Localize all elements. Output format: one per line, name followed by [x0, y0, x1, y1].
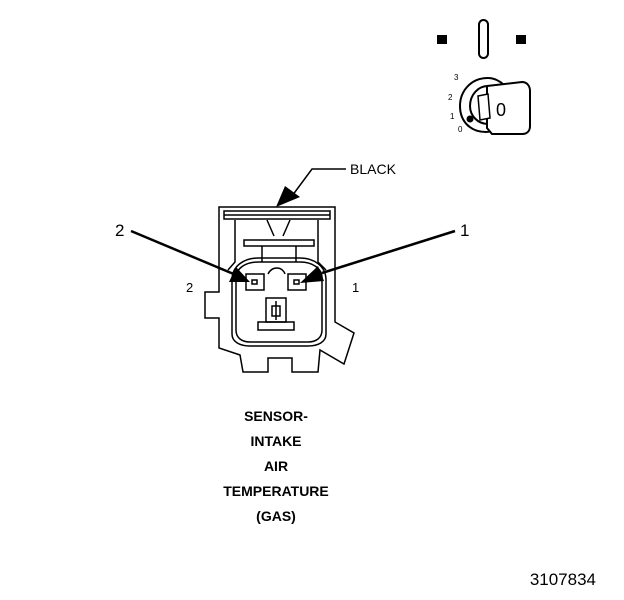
callout-pin-2: 2 — [115, 221, 250, 282]
key-position-dot — [466, 115, 474, 123]
connector-body — [204, 206, 355, 373]
key-mark-right — [516, 35, 526, 44]
pin-1-terminal — [287, 273, 307, 291]
document-number: 3107834 — [529, 570, 596, 589]
connector-latch-bar — [243, 239, 315, 247]
pin-2-terminal — [245, 273, 265, 291]
pin-2-contact — [251, 279, 258, 285]
key-position-3: 3 — [454, 73, 459, 82]
connector-color-callout: BLACK — [276, 161, 397, 207]
key-position-2: 2 — [448, 93, 453, 102]
latch-slot-left — [266, 219, 275, 237]
key-orientation-icon: 3 2 1 0 0 — [437, 19, 531, 135]
caption-line-intake: INTAKE — [250, 433, 302, 449]
caption-line-temperature: TEMPERATURE — [223, 483, 329, 499]
key-position-1: 1 — [450, 112, 455, 121]
connector-inner-cavity — [235, 261, 323, 343]
key-position-0: 0 — [458, 125, 463, 134]
latch-slot-right — [282, 219, 291, 237]
callout-1-line — [321, 229, 456, 275]
cavity-2-label: 2 — [186, 280, 193, 295]
key-slot — [478, 19, 489, 59]
key-mark-left — [437, 35, 447, 44]
connector-outer-shell — [204, 206, 355, 373]
caption-line-air: AIR — [263, 458, 289, 474]
callout-1-label: 1 — [460, 221, 469, 240]
component-caption: SENSOR- INTAKE AIR TEMPERATURE (GAS) — [176, 404, 376, 529]
terminal-divider — [267, 267, 286, 275]
key-inner-recess — [477, 93, 491, 121]
connector-right-rail — [317, 220, 327, 271]
connector-color-label: BLACK — [350, 161, 397, 177]
cavity-1-label: 1 — [352, 280, 359, 295]
key-head-outline — [486, 80, 531, 135]
color-arrowhead — [276, 186, 300, 207]
caption-line-gas: (GAS) — [256, 508, 296, 524]
cavity-inner-wall — [231, 257, 327, 347]
pin-1-contact — [293, 279, 300, 285]
callout-2-line — [130, 229, 237, 277]
color-leader-line — [291, 168, 346, 197]
callout-2-label: 2 — [115, 221, 124, 240]
key-character: 0 — [496, 100, 506, 120]
center-key-base — [257, 321, 295, 331]
connector-left-rail — [227, 220, 236, 271]
caption-line-sensor: SENSOR- — [244, 408, 308, 424]
